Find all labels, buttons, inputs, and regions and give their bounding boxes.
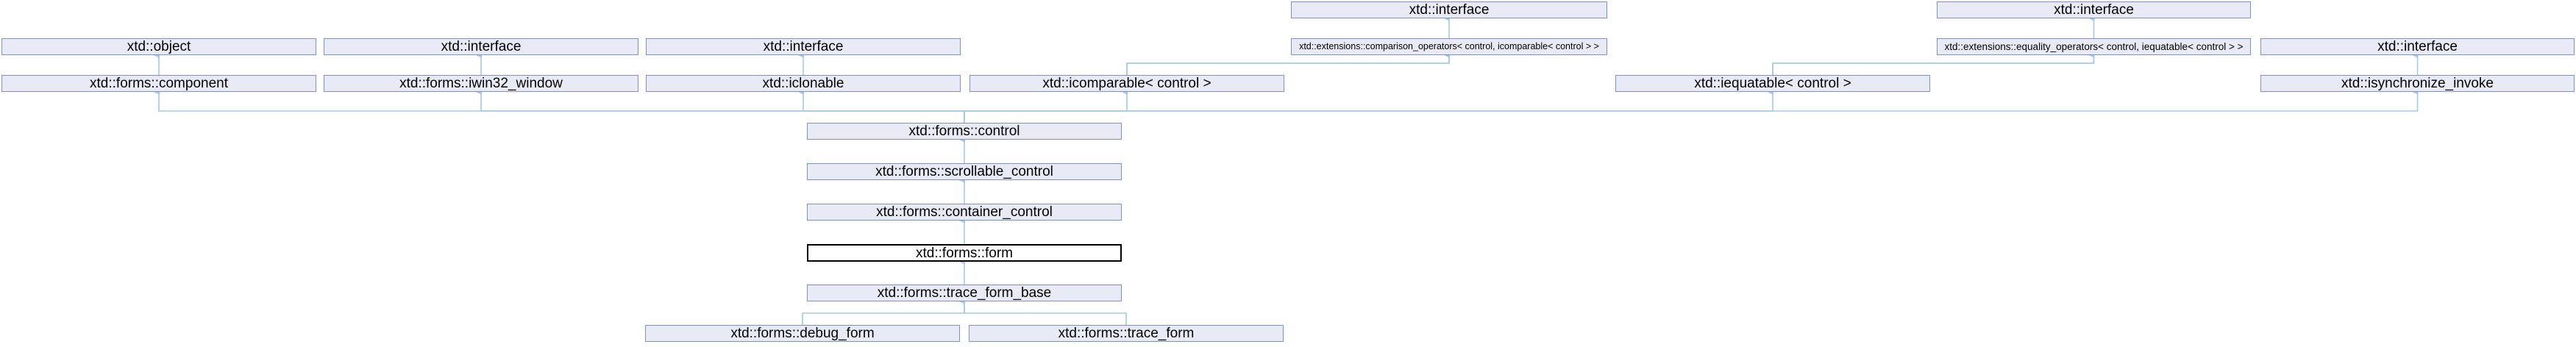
node-label: xtd::object xyxy=(127,39,191,54)
node-label: xtd::interface xyxy=(2377,39,2458,54)
node-label: xtd::forms::form xyxy=(916,245,1013,261)
node-icomparable[interactable]: xtd::icomparable< control > xyxy=(969,75,1284,92)
node-interface_a[interactable]: xtd::interface xyxy=(1291,1,1607,18)
node-interface_d[interactable]: xtd::interface xyxy=(646,38,961,55)
inheritance-edge xyxy=(959,298,1127,325)
node-interface_c[interactable]: xtd::interface xyxy=(324,38,638,55)
node-trace_form[interactable]: xtd::forms::trace_form xyxy=(969,325,1284,342)
node-control[interactable]: xtd::forms::control xyxy=(807,123,1122,140)
node-iequatable[interactable]: xtd::iequatable< control > xyxy=(1615,75,1930,92)
inheritance-edge xyxy=(154,89,965,123)
node-iclonable[interactable]: xtd::iclonable xyxy=(646,75,961,92)
node-label: xtd::forms::iwin32_window xyxy=(399,76,563,91)
node-object[interactable]: xtd::object xyxy=(1,38,316,55)
node-container_control[interactable]: xtd::forms::container_control xyxy=(807,204,1122,221)
node-label: xtd::interface xyxy=(2054,2,2134,18)
node-interface_b[interactable]: xtd::interface xyxy=(1937,1,2251,18)
node-label: xtd::forms::debug_form xyxy=(730,326,875,341)
node-label: xtd::interface xyxy=(441,39,522,54)
node-trace_form_base[interactable]: xtd::forms::trace_form_base xyxy=(807,285,1122,301)
node-label: xtd::forms::component xyxy=(90,76,228,91)
node-form[interactable]: xtd::forms::form xyxy=(807,244,1122,262)
node-iwin32_window[interactable]: xtd::forms::iwin32_window xyxy=(324,75,638,92)
node-label: xtd::interface xyxy=(763,39,844,54)
node-label: xtd::extensions::equality_operators< con… xyxy=(1944,40,2244,52)
node-label: xtd::forms::control xyxy=(908,124,1020,139)
node-label: xtd::iclonable xyxy=(762,76,844,91)
node-isynchronize_invoke[interactable]: xtd::isynchronize_invoke xyxy=(2260,75,2575,92)
node-equality_operators[interactable]: xtd::extensions::equality_operators< con… xyxy=(1937,38,2251,55)
node-label: xtd::extensions::comparison_operators< c… xyxy=(1299,41,1599,52)
inheritance-edge xyxy=(964,89,1773,123)
node-debug_form[interactable]: xtd::forms::debug_form xyxy=(645,325,960,342)
node-label: xtd::iequatable< control > xyxy=(1694,76,1851,91)
inheritance-edge xyxy=(802,298,965,325)
inheritance-edge xyxy=(476,89,965,123)
inheritance-edge xyxy=(1772,52,2095,75)
node-label: xtd::forms::container_control xyxy=(876,204,1053,220)
inheritance-edge xyxy=(964,89,1128,123)
node-label: xtd::forms::trace_form_base xyxy=(877,285,1052,301)
node-component[interactable]: xtd::forms::component xyxy=(1,75,316,92)
inheritance-edge xyxy=(964,89,2419,123)
node-label: xtd::interface xyxy=(1409,2,1490,18)
node-label: xtd::forms::scrollable_control xyxy=(875,164,1053,179)
node-label: xtd::icomparable< control > xyxy=(1042,76,1211,91)
inheritance-edge xyxy=(1126,52,1450,75)
node-label: xtd::forms::trace_form xyxy=(1058,326,1195,341)
node-interface_e[interactable]: xtd::interface xyxy=(2260,38,2575,55)
inheritance-edge xyxy=(798,89,965,123)
node-comparison_operators[interactable]: xtd::extensions::comparison_operators< c… xyxy=(1291,38,1607,55)
node-label: xtd::isynchronize_invoke xyxy=(2341,76,2494,91)
node-scrollable_control[interactable]: xtd::forms::scrollable_control xyxy=(807,163,1122,180)
